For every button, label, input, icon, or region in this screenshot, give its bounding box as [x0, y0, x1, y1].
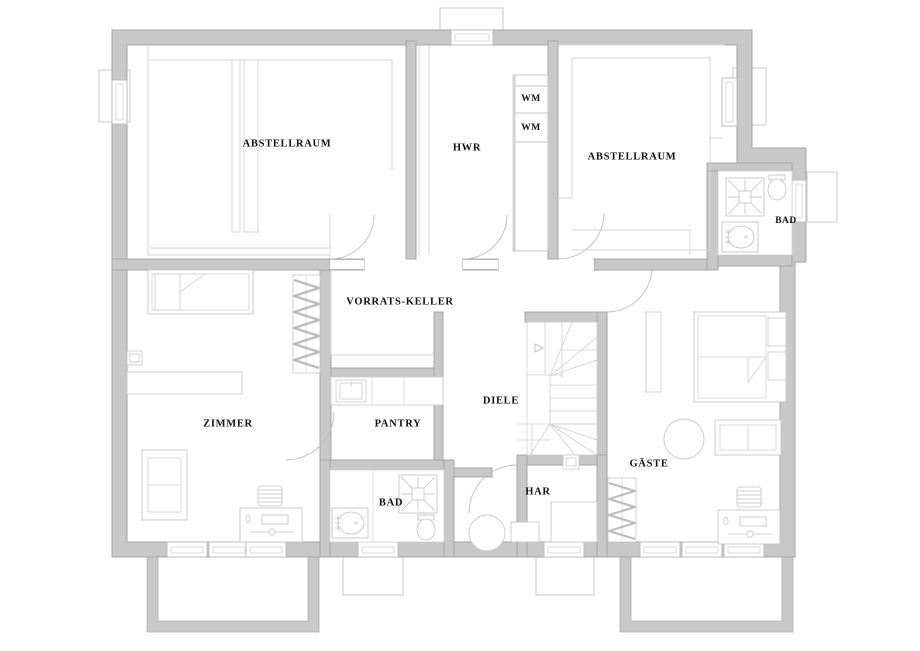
window-top	[450, 29, 494, 46]
storage-rack-vorrats	[292, 274, 321, 374]
desk-gaeste	[717, 509, 781, 545]
room-liners	[147, 44, 725, 256]
table-gaeste	[663, 418, 705, 460]
window-zimmer-2	[208, 541, 250, 558]
room-label-abstellraum-right: ABSTELLRAUM	[588, 151, 677, 162]
room-label-hwr: HWR	[453, 142, 481, 153]
room-label-bad-lower: BAD	[379, 497, 403, 508]
room-label-diele: DIELE	[483, 395, 519, 406]
bed-zimmer	[147, 269, 254, 315]
har-furniture	[468, 501, 598, 552]
gaeste-furniture	[607, 311, 787, 545]
appliance-labels: WM WM	[521, 94, 540, 133]
storage-rack-gaeste	[607, 477, 637, 543]
room-label-har: HAR	[525, 486, 550, 497]
window-gaeste-2	[681, 541, 723, 558]
door-openings	[330, 260, 594, 269]
staircase-diele	[517, 321, 598, 470]
pantry-counter	[330, 376, 444, 406]
lightwell-bad-upper	[806, 171, 838, 223]
wm-niche	[514, 74, 549, 252]
sofa-zimmer	[141, 449, 188, 521]
window-zimmer-1	[166, 541, 208, 558]
stair-direction-arrow	[534, 343, 544, 353]
room-labels: ABSTELLRAUM HWR ABSTELLRAUM BAD VORRATS-…	[203, 138, 797, 508]
sink-bad-lower	[331, 507, 369, 539]
window-left	[111, 79, 128, 125]
window-bad-upper	[791, 179, 807, 223]
table-har	[468, 514, 506, 552]
window-zimmer-3	[245, 541, 287, 558]
cabinet-har	[550, 501, 598, 543]
desk-zimmer	[239, 507, 303, 543]
window-har	[543, 541, 585, 558]
room-label-bad-upper: BAD	[775, 216, 797, 226]
vorrats-shelf-outline	[330, 270, 434, 356]
bad-lower-fixtures	[329, 469, 445, 543]
stool-har	[510, 521, 540, 543]
room-label-pantry: PANTRY	[375, 418, 422, 429]
window-right	[721, 77, 738, 127]
zimmer-furniture	[126, 269, 303, 543]
radiator-zimmer	[126, 350, 143, 366]
bad-upper-fixtures	[717, 170, 793, 256]
lightwell-bottom-mid	[342, 556, 404, 596]
lightwell-bottom-small	[535, 556, 595, 596]
closet-strip-gaeste	[645, 311, 662, 393]
chair-gaeste	[736, 486, 762, 508]
room-label-zimmer: ZIMMER	[203, 418, 253, 429]
chair-zimmer	[257, 485, 283, 507]
sofa-gaeste	[714, 419, 782, 456]
room-label-gaeste: GÄSTE	[629, 456, 668, 469]
toilet-bad-lower	[416, 514, 436, 541]
sink-pantry	[335, 379, 367, 403]
wardrobe-zimmer	[126, 371, 243, 395]
room-label-vorrats-keller: VORRATS-KELLER	[346, 296, 453, 307]
appliance-label-wm-2: WM	[521, 123, 540, 133]
shower-bad-lower	[398, 474, 438, 514]
bed-gaeste	[693, 311, 787, 403]
window-bad-lower	[357, 541, 399, 558]
appliance-label-wm-1: WM	[521, 94, 540, 104]
window-gaeste-1	[639, 541, 681, 558]
windows	[111, 29, 807, 558]
room-label-abstellraum-left: ABSTELLRAUM	[243, 138, 332, 149]
